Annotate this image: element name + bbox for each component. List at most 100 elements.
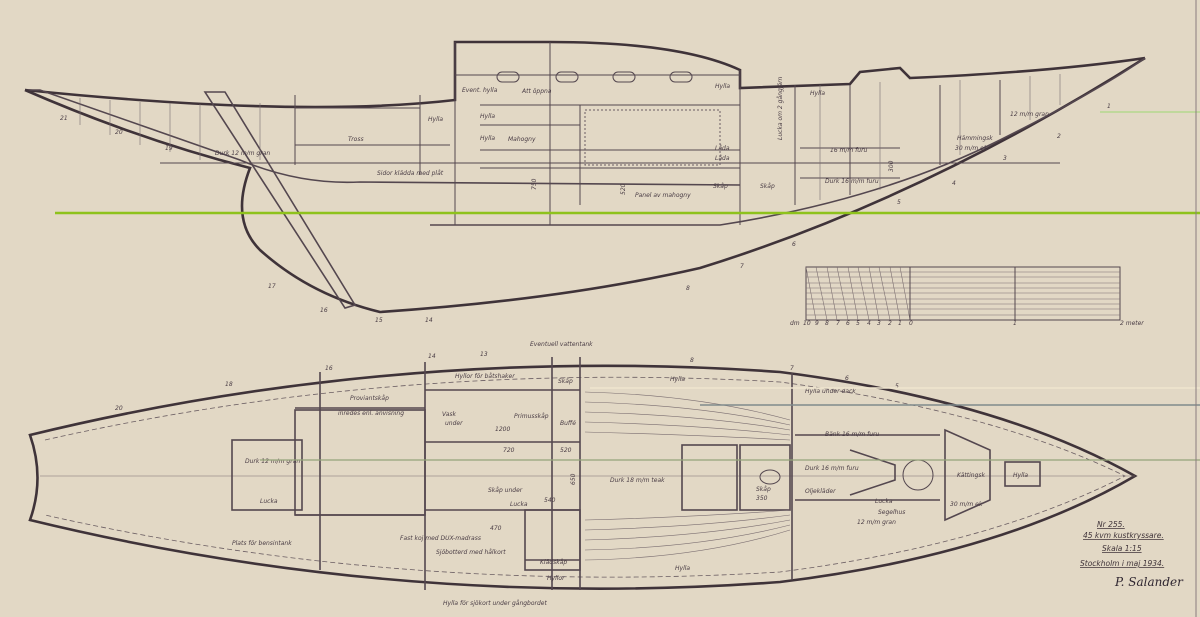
scale-mid: 1 [1013,320,1017,327]
station-number: 5 [856,320,860,327]
label-under: under [445,420,463,427]
station-number: 9 [815,320,819,327]
label-ek: 30 m/m ek [950,501,983,508]
profile-keel-line [430,57,1146,226]
plan-hull-outline [28,364,1138,590]
label-panel: Panel av mahogny [635,192,691,199]
label-hammingsk: Hämmingsk [957,135,993,142]
profile-inner-hull [25,89,741,186]
porthole-icon [555,71,579,83]
label-sidor: Sidor klädda med plåt [377,170,444,177]
station-number: 10 [803,320,811,327]
station-number: 7 [836,320,840,327]
label-skap: Skåp [713,183,728,190]
label-fast-koj: Fast koj med DUX-madrass [400,535,481,542]
station-number: 5 [895,383,899,390]
station-number: 6 [845,375,849,382]
label-lucka: Lucka [875,498,893,505]
label-gran: 12 m/m gran [1010,111,1049,118]
profile-view: Event. hylla Att öppna Hylla Hylla Hylla… [24,40,1146,324]
label-skap: Skåp [760,183,775,190]
label-tross: Tross [348,136,364,143]
station-number: 20 [115,129,123,136]
profile-station-numbers: 21 20 19 17 16 15 14 8 7 6 5 4 3 2 1 [60,103,1111,324]
lattice-panel [584,109,721,166]
label-mahogny: Mahogny [508,136,536,143]
scale-ticks: 10 9 8 7 6 5 4 3 2 1 0 [803,320,913,327]
label-hylla: Hylla [715,83,730,90]
label-skap: Skåp [756,486,771,493]
dim-650: 650 [570,473,577,485]
dim-1200: 1200 [495,426,510,433]
dim-720: 720 [503,447,515,454]
label-inredes: inredes enl. anvisning [338,410,404,417]
dim-540: 540 [544,497,556,504]
label-ek: 30 m/m ek [955,145,988,152]
station-number: 3 [1003,155,1007,162]
station-number: 13 [480,351,488,358]
label-hylla: Hylla [670,376,685,383]
station-number: 6 [846,320,850,327]
hatch-round [902,459,934,491]
station-number: 4 [952,180,956,187]
label-hylla: Hylla [480,113,495,120]
label-primusskap: Primusskåp [514,413,549,420]
station-number: 8 [686,285,690,292]
label-att-oppna: Att öppna [521,88,552,95]
label-hylla: Hylla [675,565,690,572]
title-block: Nr 255. 45 kvm kustkryssare. Skala 1:15 … [1080,520,1184,589]
station-number: 8 [825,320,829,327]
scale-bar: dm 10 9 8 7 6 5 4 3 2 1 0 1 2 meter [790,266,1144,327]
label-lucka: Lucka om 2 gångjärn [777,76,784,140]
label-durk-teak: Durk 18 m/m teak [610,477,665,484]
label-hylla-sjokort: Hylla för sjökort under gångbordet [443,600,547,607]
station-number: 21 [60,115,68,122]
station-number: 3 [877,320,881,327]
label-kattingsk: Kättingsk [957,472,986,479]
rudder [203,91,357,309]
station-number: 14 [428,353,436,360]
label-lada: Låda [715,155,730,162]
scale-end: 2 meter [1120,320,1144,327]
drawing-number: Nr 255. [1097,520,1125,529]
label-vask: Vask [442,411,457,418]
station-number: 6 [792,241,796,248]
label-hylla: Hylla [480,135,495,142]
label-durk-furu: Durk 16 m/m furu [805,465,859,472]
label-segelhus: Segelhus [878,509,905,516]
label-lada: Låda [715,145,730,152]
label-proviantskap: Proviantskåp [350,395,389,402]
label-durk: Durk 12 m/m gran [215,150,270,157]
station-number: 17 [268,283,276,290]
label-vattentank: Eventuell vattentank [530,341,593,348]
label-durk-gran: Durk 12 m/m gran [245,458,300,465]
label-hylla: Hylla [428,116,443,123]
label-hylla: Hylla [1013,472,1028,479]
label-skap: Skåp [558,378,573,385]
deck-frames [79,74,1061,200]
signature: P. Salander [1114,575,1184,589]
drawing-scale: Skala 1:15 [1102,544,1142,553]
profile-hull-outline [24,56,1146,314]
station-number: 1 [898,320,902,327]
station-number: 7 [740,263,744,270]
label-durk-furu: Durk 16 m/m furu [825,178,879,185]
station-number: 4 [867,320,871,327]
station-number: 7 [790,365,794,372]
profile-sheer-line [24,40,1146,109]
plan-view: Eventuell vattentank Hyllor för båtshake… [28,341,1138,607]
station-number: 8 [690,357,694,364]
label-oljeklader: Oljekläder [805,488,836,495]
label-kladskap: Klädskåp [540,559,567,566]
label-bank: Bänk 16 m/m furu [825,431,880,438]
portholes [496,71,693,83]
label-lucka: Lucka [260,498,278,505]
dim-750: 750 [531,178,538,190]
station-number: 16 [320,307,328,314]
cabin-frames [294,42,1001,225]
label-hyllor-batshaker: Hyllor för båtshaker [455,373,515,380]
station-number: 5 [897,199,901,206]
toilet-icon [759,469,781,485]
